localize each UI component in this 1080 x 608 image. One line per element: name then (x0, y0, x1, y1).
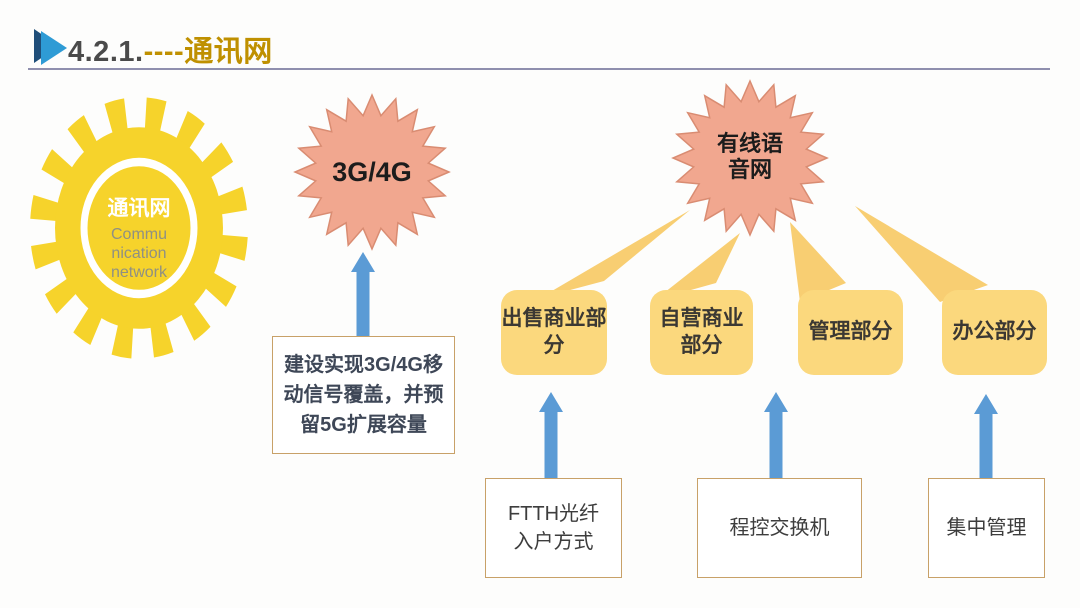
beam-to-sell (540, 210, 690, 298)
branch-box-office: 办公部分 (942, 290, 1047, 375)
beam-to-management (790, 222, 846, 302)
arrow-note-to-3g4g (351, 252, 375, 336)
title-dashes: ---- (143, 36, 185, 68)
starburst-3g4g-label: 3G/4G (332, 157, 412, 187)
branch-box-management: 管理部分 (798, 290, 903, 375)
starburst-voice-label-line2: 音网 (727, 157, 772, 182)
gear-label-en-line2: nication (111, 245, 167, 262)
branch-box-sell-commercial: 出售商业部分 (501, 290, 607, 375)
note-3g4g-coverage: 建设实现3G/4G移动信号覆盖，并预留5G扩展容量 (272, 336, 455, 454)
foundation-box-ftth: FTTH光纤入户方式 (485, 478, 622, 578)
title-arrow-icon (34, 29, 67, 65)
up-arrows (351, 252, 998, 478)
foundation-box-switch: 程控交换机 (697, 478, 862, 578)
page-title: 4.2.1.----通讯网 (68, 28, 273, 70)
gear-label-en-line1: Commu (110, 226, 167, 243)
branch-box-self-run-commercial: 自营商业部分 (650, 290, 753, 375)
voice-network-beams (540, 206, 988, 302)
gear-label-cn: 通讯网 (107, 197, 171, 220)
beam-to-office (855, 206, 988, 302)
starburst-voice-label: 有线语 音网 (680, 131, 820, 183)
arrow-central-to-office (974, 394, 998, 478)
section-number: 4.2.1. (68, 36, 144, 68)
arrow-switch-to-branches (764, 392, 788, 478)
starburst-voice-label-line1: 有线语 (716, 131, 783, 156)
gear-label-en-line3: network (110, 264, 168, 281)
foundation-box-central-management: 集中管理 (928, 478, 1045, 578)
gear-label-en: Commu nication network (69, 225, 209, 282)
header-divider (28, 68, 1050, 70)
title-text: 通讯网 (184, 36, 273, 68)
arrow-ftth-to-sell (539, 392, 563, 478)
beam-to-self-run (655, 233, 740, 300)
gear-icon (30, 97, 248, 359)
